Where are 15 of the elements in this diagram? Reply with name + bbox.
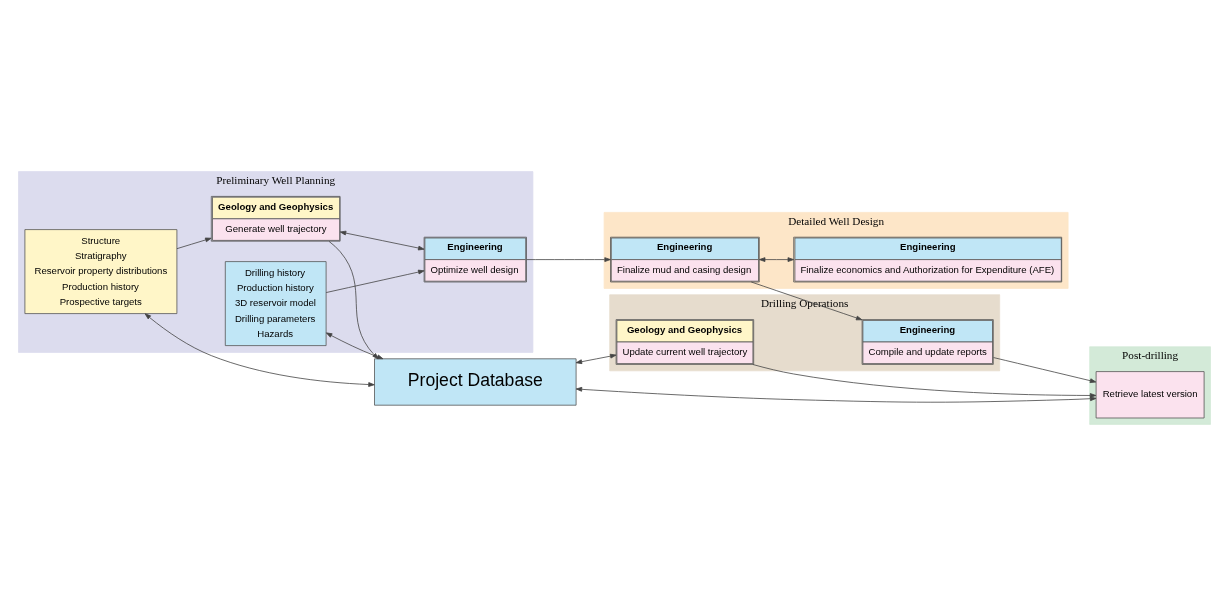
arrow	[325, 269, 425, 293]
arrow	[144, 313, 375, 387]
node-box: Drilling history Production history 3D reservoir model Drilling parameters Hazards	[224, 261, 327, 346]
arrow	[176, 237, 212, 250]
node-box: Retrieve latest version	[1095, 371, 1205, 419]
arrow	[759, 257, 794, 262]
arrow	[575, 353, 617, 365]
arrow	[575, 386, 1097, 403]
arrow	[526, 257, 611, 262]
arrow	[752, 364, 1097, 398]
arrow	[993, 357, 1097, 383]
arrow	[750, 281, 863, 321]
node-box: Structure Stratigraphy Reservoir property distributions Production history Prospective targets	[24, 229, 178, 314]
arrow	[339, 230, 425, 251]
node-box: Project Database	[374, 358, 577, 406]
